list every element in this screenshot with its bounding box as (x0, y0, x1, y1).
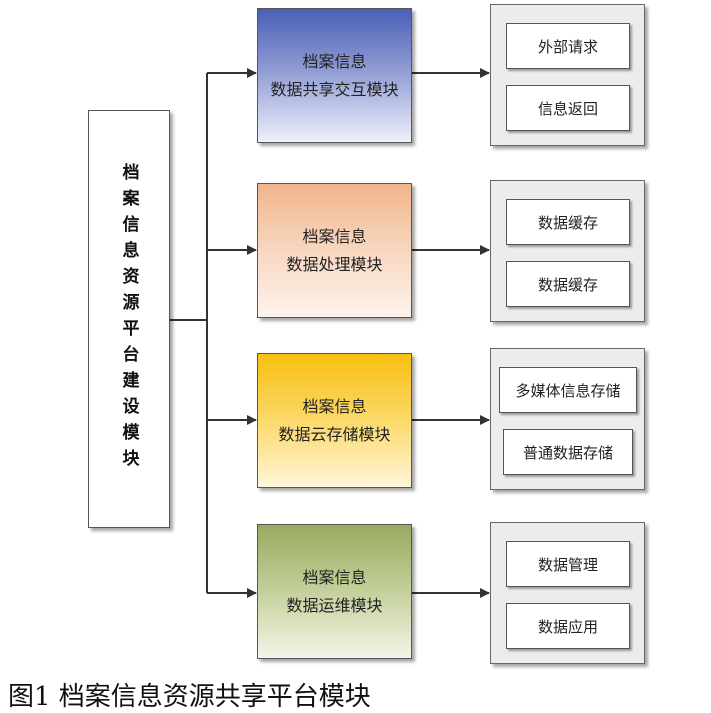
module-line2: 数据处理模块 (286, 254, 383, 274)
function-item: 信息返回 (506, 85, 630, 131)
function-group-sharing: 外部请求 信息返回 (490, 4, 645, 146)
module-box-operations: 档案信息 数据运维模块 (257, 524, 412, 659)
function-item: 数据缓存 (506, 261, 630, 307)
root-module-box: 档案信息资源平台建设模块 (88, 110, 170, 528)
module-box-sharing: 档案信息 数据共享交互模块 (257, 8, 412, 143)
module-line2: 数据云存储模块 (278, 424, 391, 444)
function-group-cloud-storage: 多媒体信息存储 普通数据存储 (490, 348, 645, 490)
module-box-processing: 档案信息 数据处理模块 (257, 183, 412, 318)
module-line1: 档案信息 (302, 226, 367, 246)
module-line2: 数据共享交互模块 (270, 79, 399, 99)
function-group-processing: 数据缓存 数据缓存 (490, 180, 645, 322)
module-box-cloud-storage: 档案信息 数据云存储模块 (257, 353, 412, 488)
root-module-label: 档案信息资源平台建设模块 (118, 163, 139, 475)
module-line1: 档案信息 (302, 396, 367, 416)
figure-caption: 图1 档案信息资源共享平台模块 (8, 682, 371, 712)
module-line1: 档案信息 (302, 567, 367, 587)
function-group-operations: 数据管理 数据应用 (490, 522, 645, 664)
function-item: 普通数据存储 (503, 429, 633, 475)
function-item: 多媒体信息存储 (499, 367, 637, 413)
module-line2: 数据运维模块 (286, 595, 383, 615)
module-line1: 档案信息 (302, 51, 367, 71)
function-item: 数据管理 (506, 541, 630, 587)
function-item: 数据缓存 (506, 199, 630, 245)
function-item: 外部请求 (506, 23, 630, 69)
function-item: 数据应用 (506, 603, 630, 649)
